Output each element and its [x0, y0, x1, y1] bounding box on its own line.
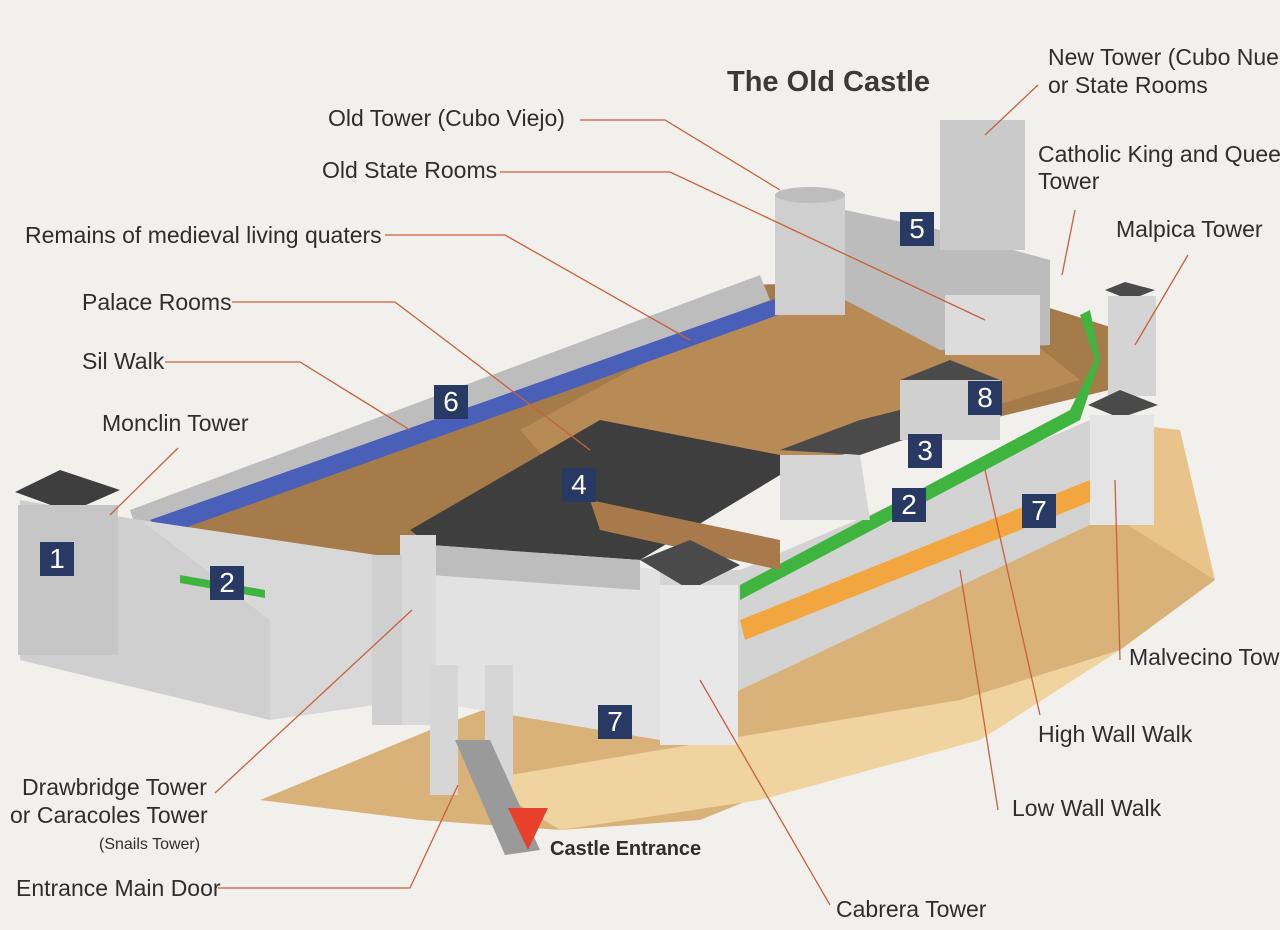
old-state-rooms — [945, 295, 1040, 355]
diagram-title: The Old Castle — [727, 66, 931, 98]
label-high-wall-walk: High Wall Walk — [1038, 721, 1193, 747]
hill-front — [480, 650, 1120, 830]
label-malpica-tower: Malpica Tower — [1116, 216, 1263, 242]
building-3-wall — [780, 455, 870, 520]
leader-drawbridge — [214, 609, 413, 794]
label-monclin-tower: Monclin Tower — [102, 410, 249, 436]
label-snails-tower: (Snails Tower) — [99, 836, 201, 853]
marker-2-right: 2 — [892, 488, 926, 522]
drawbridge-tower-2 — [372, 555, 402, 725]
leader-cabrera — [699, 679, 831, 906]
palace-wall — [430, 545, 640, 590]
leader-old-tower — [580, 119, 781, 191]
cabrera-tower — [660, 585, 738, 745]
sil-walk-path — [150, 290, 820, 535]
malvecino-tower — [1090, 415, 1154, 525]
leader-low-wall — [959, 569, 999, 811]
label-catholic-2: Tower — [1038, 168, 1100, 194]
entrance-arrow — [508, 808, 548, 850]
monclin-roof — [15, 470, 120, 512]
label-catholic-1: Catholic King and Queen — [1038, 141, 1280, 167]
monclin-tower — [18, 505, 118, 655]
label-palace-rooms: Palace Rooms — [82, 289, 232, 315]
front-wall — [420, 540, 660, 740]
label-low-wall-walk: Low Wall Walk — [1012, 795, 1162, 821]
label-new-tower-2: or State Rooms — [1048, 72, 1208, 98]
leader-entrance-door — [218, 784, 459, 889]
marker-5: 5 — [900, 212, 934, 246]
leader-malvecino — [1114, 479, 1121, 661]
label-new-tower-1: New Tower (Cubo Nue — [1048, 44, 1279, 70]
marker-4: 4 — [562, 468, 596, 502]
marker-1: 1 — [40, 542, 74, 576]
low-wall-walk-path — [740, 480, 1095, 640]
high-wall-walk-path — [740, 310, 1100, 600]
leader-high-wall — [984, 469, 1041, 716]
leader-monclin — [109, 447, 179, 516]
leader-new-tower — [984, 84, 1039, 136]
leader-remains — [385, 234, 691, 341]
malpica-roof — [1105, 282, 1155, 300]
marker-8: 8 — [968, 381, 1002, 415]
label-old-state-rooms: Old State Rooms — [322, 157, 498, 183]
marker-6: 6 — [434, 385, 468, 419]
left-wall-top — [140, 520, 410, 720]
old-tower-top — [775, 187, 845, 203]
leader-palace-rooms — [232, 301, 591, 451]
label-remains: Remains of medieval living quaters — [25, 222, 382, 248]
old-tower — [775, 195, 845, 315]
label-entrance-main-door: Entrance Main Door — [16, 875, 221, 901]
marker-3: 3 — [908, 434, 942, 468]
new-tower — [940, 120, 1025, 250]
marker-7-front: 7 — [598, 705, 632, 739]
label-malvecino-tower: Malvecino Tow — [1129, 644, 1280, 670]
leader-lines — [109, 84, 1189, 906]
malpica-tower — [1108, 296, 1156, 396]
label-cabrera-tower: Cabrera Tower — [836, 896, 987, 922]
palace-gallery — [590, 500, 780, 570]
leader-sil-walk — [165, 361, 411, 431]
leader-catholic — [1061, 209, 1076, 276]
label-old-tower: Old Tower (Cubo Viejo) — [328, 105, 565, 131]
cabrera-roof — [640, 540, 740, 590]
label-castle-entrance: Castle Entrance — [550, 838, 702, 860]
label-sil-walk: Sil Walk — [82, 348, 165, 374]
label-drawbridge-2: or Caracoles Tower — [10, 802, 208, 828]
label-drawbridge-1: Drawbridge Tower — [22, 774, 207, 800]
leader-old-state-rooms — [500, 171, 986, 321]
gate-left — [430, 665, 458, 795]
leader-malpica — [1134, 254, 1189, 346]
malvecino-roof — [1088, 390, 1158, 418]
marker-2-left: 2 — [210, 566, 244, 600]
marker-7-right: 7 — [1022, 494, 1056, 528]
